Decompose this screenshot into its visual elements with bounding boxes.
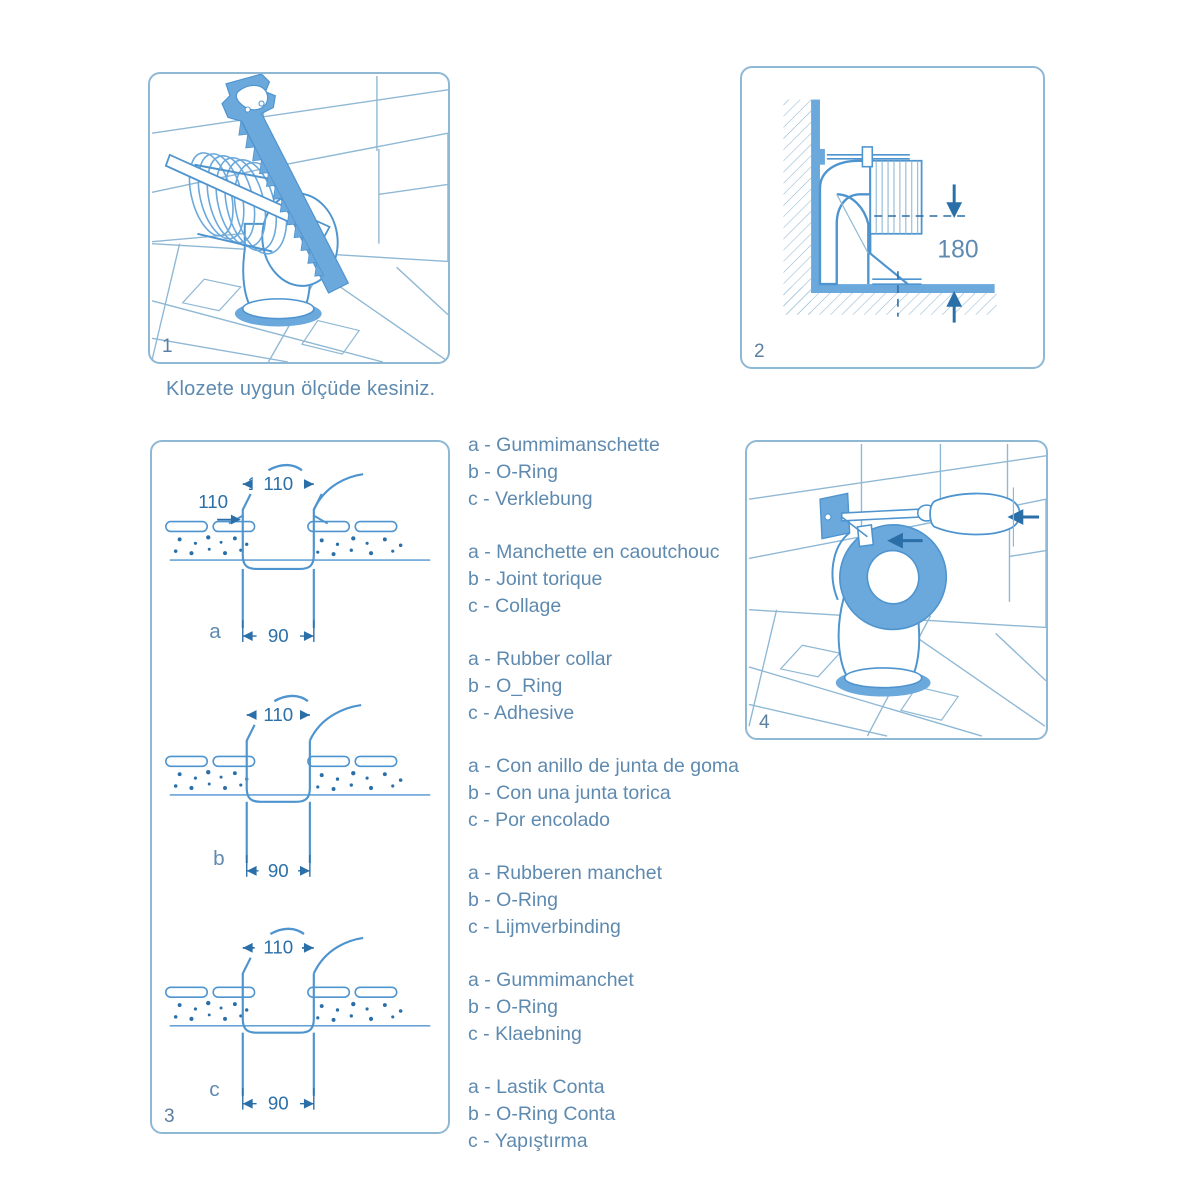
legend-line: b - O-Ring xyxy=(468,889,558,911)
dimension-90-a: 90 xyxy=(268,625,289,646)
legend-line: a - Rubber collar xyxy=(468,648,613,670)
dimension-110-left: 110 xyxy=(198,491,228,512)
legend-line: a - Rubberen manchet xyxy=(468,862,663,884)
legend-line: a - Lastik Conta xyxy=(468,1076,605,1098)
legend-block-da: a - Gummimanchet b - O-Ring c - Klaebnin… xyxy=(468,967,778,1048)
legend-line: b - Joint torique xyxy=(468,568,603,590)
legend-line: b - Con una junta torica xyxy=(468,782,671,804)
panel-1-illustration xyxy=(151,74,448,362)
variant-letter-b: b xyxy=(213,847,225,870)
panel-4-fit-gasket: 4 xyxy=(745,440,1048,740)
legend-block-en: a - Rubber collar b - O_Ring c - Adhesiv… xyxy=(468,646,778,727)
legend-line: c - Adhesive xyxy=(468,702,575,724)
left-arrow-outer-icon xyxy=(1007,509,1040,525)
dimension-90-b: 90 xyxy=(268,860,289,881)
panel-1-caption: Klozete uygun ölçüde kesiniz. xyxy=(166,378,436,400)
dimension-90-c: 90 xyxy=(268,1093,289,1114)
panel-3-illustration: 110 110 110 90 a xyxy=(165,463,431,1114)
o-ring-gasket-icon xyxy=(839,524,948,631)
up-arrow-icon xyxy=(946,291,963,323)
legend-line: b - O-Ring xyxy=(468,461,558,483)
legend-line: b - O-Ring Conta xyxy=(468,1103,616,1125)
legend-multilingual: a - Gummimanschette b - O-Ring c - Verkl… xyxy=(468,432,778,1155)
legend-block-nl: a - Rubberen manchet b - O-Ring c - Lijm… xyxy=(468,860,778,941)
panel-number: 3 xyxy=(164,1106,176,1127)
legend-line: b - O-Ring xyxy=(468,996,558,1018)
panel-2-illustration: 180 xyxy=(783,99,997,323)
legend-line: c - Klaebning xyxy=(468,1023,582,1045)
panel-2-height-measurement: 180 2 xyxy=(740,66,1045,369)
legend-line: a - Gummimanschette xyxy=(468,434,660,456)
dimension-110-b: 110 xyxy=(263,704,293,725)
panel-4-illustration xyxy=(748,443,1046,737)
legend-line: a - Con anillo de junta de goma xyxy=(468,755,740,777)
panel-number: 4 xyxy=(759,712,771,733)
screwdriver-icon xyxy=(840,492,1021,538)
legend-block-tr: a - Lastik Conta b - O-Ring Conta c - Ya… xyxy=(468,1074,778,1155)
legend-block-fr: a - Manchette en caoutchouc b - Joint to… xyxy=(468,539,778,620)
legend-block-de: a - Gummimanschette b - O-Ring c - Verkl… xyxy=(468,432,778,513)
legend-line: a - Manchette en caoutchouc xyxy=(468,541,720,563)
legend-line: a - Gummimanchet xyxy=(468,969,634,991)
legend-line: b - O_Ring xyxy=(468,675,563,697)
legend-line: c - Verklebung xyxy=(468,488,593,510)
down-arrow-icon xyxy=(946,184,963,218)
legend-line: c - Lijmverbinding xyxy=(468,916,621,938)
variant-letter-c: c xyxy=(209,1078,219,1101)
svg-text:110: 110 xyxy=(263,473,293,494)
legend-block-es: a - Con anillo de junta de goma b - Con … xyxy=(468,753,778,834)
panel-number: 2 xyxy=(754,341,766,362)
variant-c-cross-section: 110 90 c xyxy=(165,927,431,1114)
wall-bracket-icon xyxy=(819,492,851,540)
dimension-110-c: 110 xyxy=(263,937,293,958)
handsaw-icon xyxy=(221,74,350,294)
panel-number: 1 xyxy=(162,336,174,357)
variant-letter-a: a xyxy=(209,620,221,643)
legend-line: c - Collage xyxy=(468,595,562,617)
legend-line: c - Yapıştırma xyxy=(468,1130,588,1152)
variant-b-cross-section: 110 90 b xyxy=(165,694,431,881)
left-arrow-icon xyxy=(887,532,923,549)
panel-3-connection-variants: 110 110 110 90 a xyxy=(150,440,450,1134)
legend-line: c - Por encolado xyxy=(468,809,610,831)
variant-a-cross-section: 110 110 110 90 a xyxy=(165,463,431,646)
panel-1-cut-to-size: 1 xyxy=(148,72,450,364)
dimension-180-label: 180 xyxy=(937,236,978,263)
